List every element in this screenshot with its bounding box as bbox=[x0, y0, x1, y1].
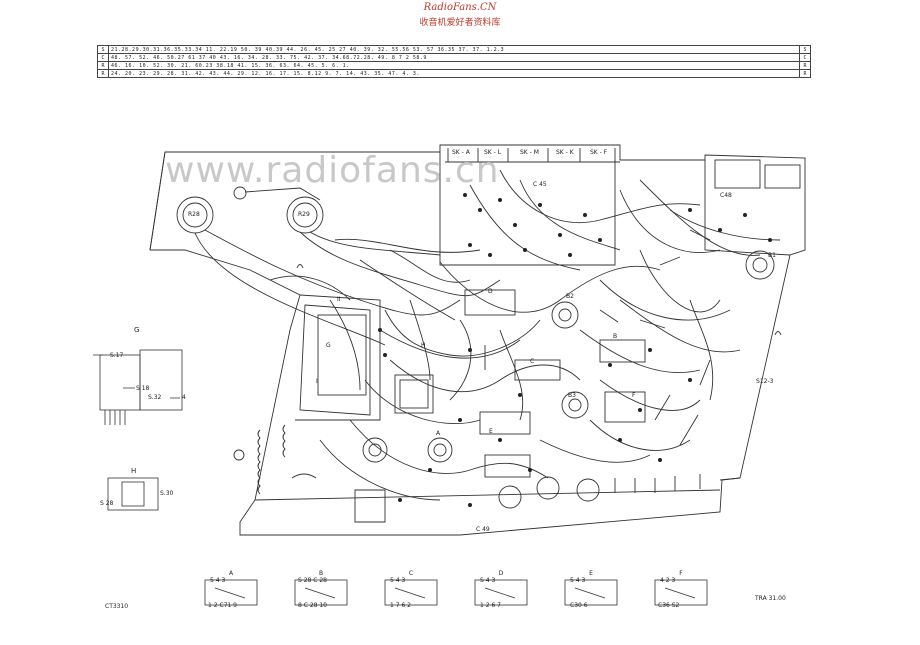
roman-label-i: I bbox=[316, 378, 318, 385]
section-label-g: G bbox=[326, 342, 331, 349]
detail-top-pins: S 4 3 bbox=[480, 577, 496, 584]
detail-bottom-pins: C30 6 bbox=[570, 602, 588, 609]
capacitor-label-c48: C48 bbox=[720, 192, 732, 199]
connector-label-sk-a: SK - A bbox=[452, 149, 470, 156]
detail-top-pins: 5 4 3 bbox=[390, 577, 406, 584]
detail-top-pins: 5 4 3 bbox=[570, 577, 586, 584]
capacitor-label-c49: C 49 bbox=[476, 526, 490, 533]
side-view-h-s30: S.30 bbox=[160, 490, 174, 497]
section-label-e: E bbox=[489, 428, 493, 435]
side-view-h-s28: S 28 bbox=[100, 500, 114, 507]
detail-top-pins: 4 2 3 bbox=[660, 577, 676, 584]
detail-title: A bbox=[228, 570, 234, 577]
section-label-b: B bbox=[613, 333, 618, 340]
detail-bottom-pins: 1 2 C71 9 bbox=[208, 602, 237, 609]
detail-view-a: A 5 4 3 1 2 C71 9 bbox=[200, 570, 262, 612]
site-subtitle: 收音机爱好者资料库 bbox=[419, 18, 501, 28]
section-label-d: D bbox=[488, 288, 493, 295]
footer-code-left: CT3310 bbox=[105, 603, 129, 610]
tube-label-b2: B2 bbox=[566, 293, 574, 300]
pot-label-r29: R29 bbox=[298, 211, 310, 218]
section-label-c: C bbox=[530, 358, 535, 365]
connector-label-sk-k: SK - K bbox=[556, 149, 574, 156]
detail-view-f: F 4 2 3 C36 S2 bbox=[650, 570, 712, 612]
detail-view-b: B S 28 C 28 8 C 28 10 bbox=[290, 570, 352, 612]
side-view-g-s17: S.17 bbox=[110, 352, 124, 359]
detail-bottom-pins: 8 C 28 10 bbox=[298, 602, 327, 609]
detail-bottom-pins: C36 S2 bbox=[658, 602, 680, 609]
detail-title: E bbox=[589, 570, 593, 577]
detail-view-d: D S 4 3 1 2 6 7 bbox=[470, 570, 532, 612]
side-view-g-title: G bbox=[134, 326, 140, 334]
detail-view-e: E 5 4 3 C30 6 bbox=[560, 570, 622, 612]
detail-view-c: C 5 4 3 1 7 6 2 bbox=[380, 570, 442, 612]
detail-title: D bbox=[498, 570, 504, 577]
section-label-a: A bbox=[436, 430, 441, 437]
detail-title: F bbox=[679, 570, 683, 577]
section-label-h: H bbox=[421, 342, 426, 349]
pot-label-r28: R28 bbox=[188, 211, 200, 218]
watermark: www.radiofans.cn bbox=[165, 150, 500, 191]
detail-bottom-pins: 1 2 6 7 bbox=[480, 602, 501, 609]
connector-label-sk-l: SK - L bbox=[484, 149, 502, 156]
side-view-h-title: H bbox=[131, 467, 137, 475]
side-view-g-s32: S.32 bbox=[148, 394, 162, 401]
connector-label-sk-m: SK - M bbox=[520, 149, 539, 156]
detail-top-pins: S 28 C 28 bbox=[298, 577, 327, 584]
section-label-f: F bbox=[632, 392, 636, 399]
table-row: R 24. 20. 23. 29. 28. 31. 42. 43. 44. 29… bbox=[97, 69, 811, 78]
footer-code-right: TRA 31.00 bbox=[755, 595, 786, 602]
capacitor-label-c45: C 45 bbox=[533, 181, 547, 188]
detail-title: B bbox=[318, 570, 324, 577]
switch-label-s12: S12-3 bbox=[756, 378, 774, 385]
tube-label-b3: B3 bbox=[568, 392, 576, 399]
roman-label-ii: II bbox=[337, 296, 341, 303]
side-view-g-num4: 4 bbox=[182, 394, 186, 401]
site-header: RadioFans.CN bbox=[423, 2, 497, 13]
detail-bottom-pins: 1 7 6 2 bbox=[390, 602, 411, 609]
connector-label-sk-f: SK - F bbox=[590, 149, 608, 156]
tube-label-b1: B1 bbox=[768, 252, 776, 259]
detail-title: C bbox=[408, 570, 414, 577]
detail-top-pins: 5 4 3 bbox=[210, 577, 226, 584]
side-view-g-s18: S 18 bbox=[136, 385, 150, 392]
